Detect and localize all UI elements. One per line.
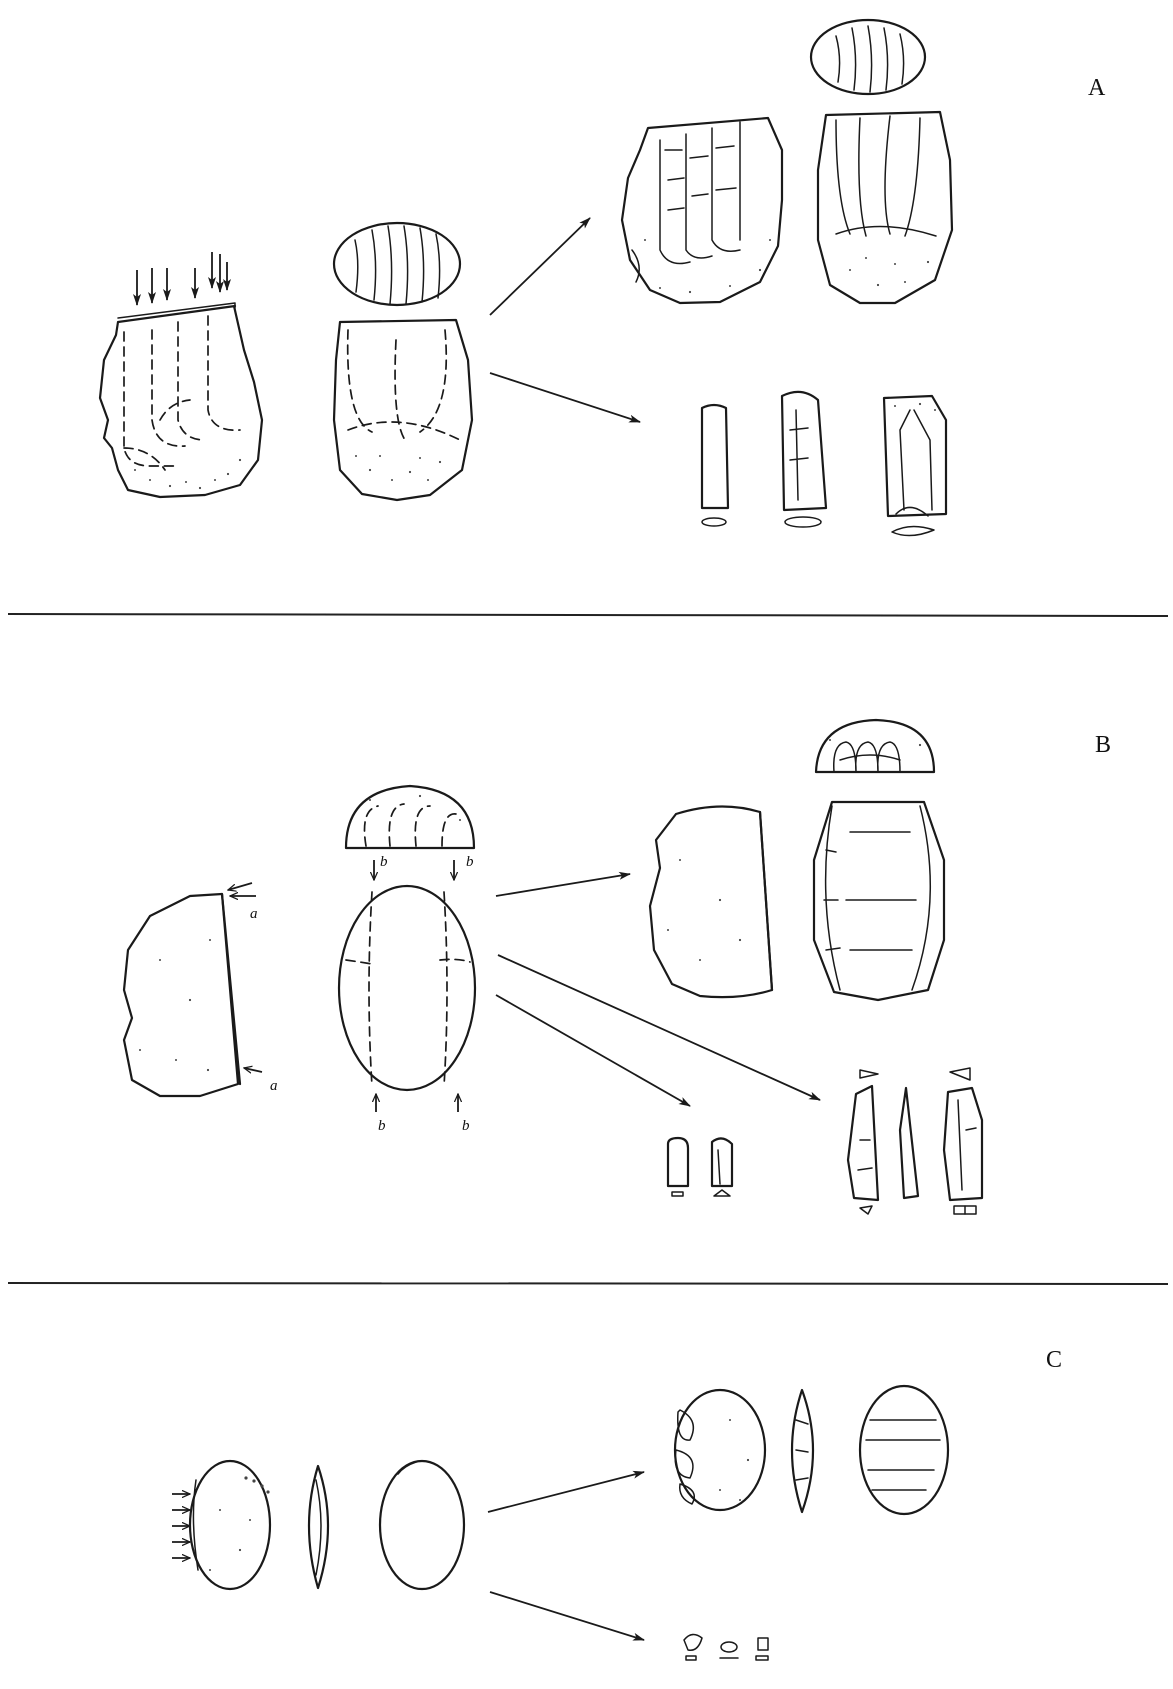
arrow-c-to-flakes [490, 1592, 644, 1640]
section-label-c: C [1046, 1347, 1062, 1373]
exhausted-core-side-b [650, 806, 772, 997]
exhausted-core-side-a [622, 118, 782, 303]
nodule-side-view-a [100, 303, 262, 497]
exhausted-core-front-a [811, 20, 952, 303]
blades-a [702, 392, 946, 536]
percussion-arrows-c [172, 1494, 190, 1558]
section-b: a a b b b b [124, 720, 982, 1214]
exhausted-pebble-face-c [675, 1390, 765, 1510]
striking-arrows-b-top: b b [374, 854, 474, 880]
exhausted-core-front-b [814, 720, 944, 1000]
arrow-b-to-short-blades [496, 995, 690, 1106]
split-nodule-side-b [124, 894, 240, 1096]
label-b-bottom-left: b [378, 1118, 386, 1134]
label-a-top: a [250, 906, 258, 922]
exhausted-pebble-back-c [860, 1386, 948, 1514]
label-b-top-right: b [466, 854, 474, 870]
section-label-b: B [1095, 732, 1111, 758]
divider-bc [8, 1283, 1168, 1284]
divider-ab [8, 614, 1168, 616]
arrow-a-to-blades [490, 373, 640, 422]
section-label-a: A [1088, 75, 1106, 101]
split-nodule-front-b [339, 886, 475, 1090]
arrow-c-to-core [488, 1472, 644, 1512]
pebble-prepared-c [190, 1461, 270, 1589]
section-c [172, 1386, 948, 1660]
flakes-c [684, 1634, 768, 1660]
label-a-bottom: a [270, 1078, 278, 1094]
exhausted-pebble-edge-c [792, 1390, 813, 1512]
short-blades-b [668, 1138, 732, 1196]
long-blades-b [848, 1068, 982, 1214]
percussion-arrows-a [137, 252, 227, 305]
section-a [100, 20, 952, 536]
pebble-edge-view-c [309, 1466, 328, 1588]
arrow-a-to-core [490, 218, 590, 315]
label-b-top-left: b [380, 854, 388, 870]
label-b-bottom-right: b [462, 1118, 470, 1134]
arrow-b-to-core [496, 874, 630, 896]
split-nodule-top-b [346, 786, 474, 848]
striking-arrows-b-bottom: b b [376, 1094, 470, 1134]
pebble-back-view-c [380, 1461, 464, 1589]
nodule-front-view-a [334, 223, 472, 500]
